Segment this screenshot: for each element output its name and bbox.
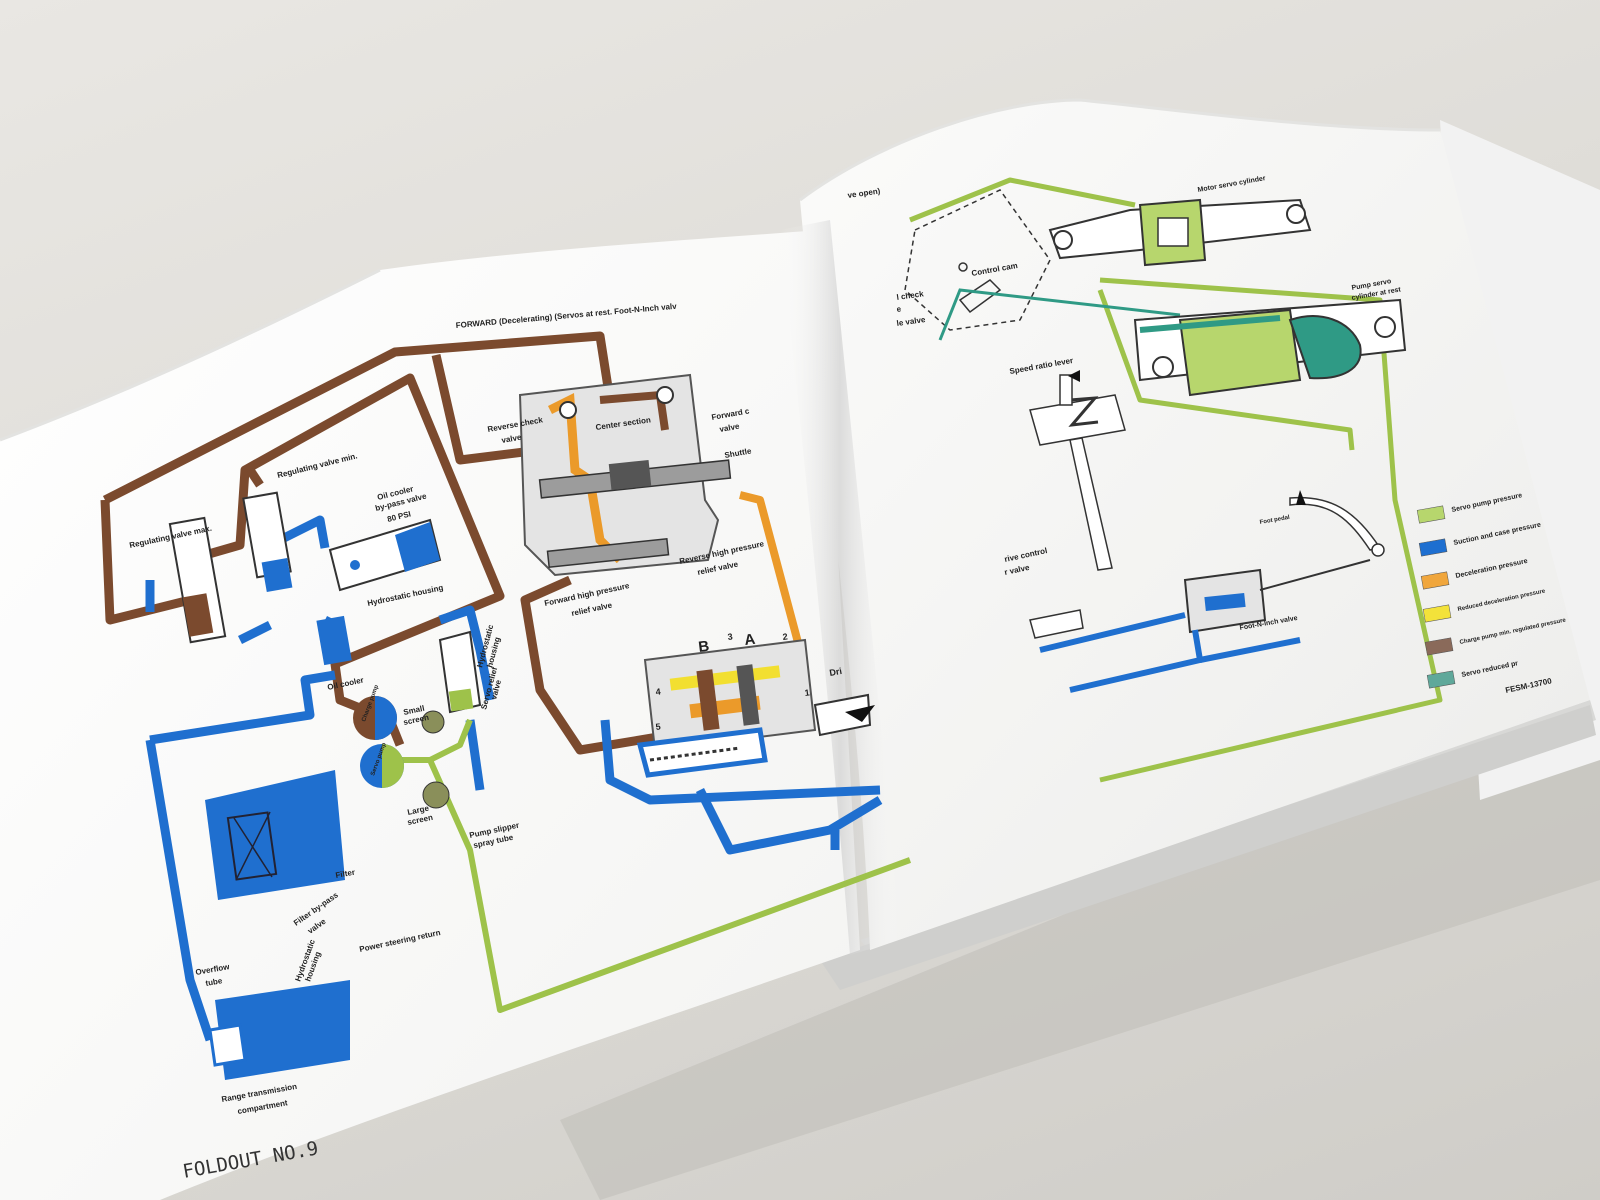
motor-servo-piston	[1157, 217, 1189, 247]
filter-element	[226, 811, 278, 881]
legend-swatch-servo-reduced	[1426, 670, 1456, 689]
regulating-valve-max	[168, 516, 227, 644]
svg-text:valve: valve	[719, 422, 741, 434]
overflow-tube	[208, 1023, 247, 1067]
cam-slot	[958, 279, 1002, 314]
lever-shaft	[1069, 437, 1113, 571]
left-page-edge	[0, 268, 381, 442]
legend-swatch-reduced	[1422, 604, 1452, 623]
svg-text:le valve: le valve	[896, 315, 926, 328]
svg-text:e: e	[896, 304, 902, 314]
large-screen	[422, 781, 450, 809]
spring	[649, 746, 741, 762]
svg-text:2: 2	[782, 631, 788, 642]
motor-arm-pivot-right	[1286, 204, 1306, 224]
legend-swatch-suction	[1418, 538, 1448, 557]
pedal-rod	[1259, 559, 1371, 591]
label-n1: 1	[804, 687, 810, 698]
legend-swatch-charge	[1424, 637, 1454, 656]
pump-servo-rod	[1139, 315, 1281, 333]
drive-shaft	[813, 693, 872, 737]
shuttle-center	[608, 459, 652, 491]
foot-n-inch-spool	[1204, 592, 1246, 612]
svg-text:tube: tube	[205, 976, 224, 988]
filter-housing	[205, 770, 345, 900]
drive-arrow	[845, 705, 875, 722]
right-servo-lines	[909, 177, 1443, 783]
svg-text:l check: l check	[896, 289, 925, 302]
label-n5: 5	[655, 721, 661, 732]
oil-cooler-block	[316, 615, 352, 666]
legend-swatch-deceleration	[1420, 571, 1450, 590]
label-forward-valve-2: valve	[719, 422, 741, 434]
svg-text:Foot pedal: Foot pedal	[1259, 515, 1290, 526]
label-overflow-2: tube	[205, 976, 224, 988]
label-small-screen-1: Small	[403, 704, 426, 717]
label-n4: 4	[655, 686, 661, 697]
foot-n-inch-suction-lines	[1039, 612, 1301, 693]
svg-text:A: A	[743, 631, 756, 649]
lever-arrow	[1068, 370, 1080, 382]
bypass-valve-fill	[395, 522, 440, 572]
label-letter-b: B	[697, 638, 710, 656]
svg-text:Dri: Dri	[829, 666, 843, 678]
valve-plunger-a	[736, 664, 760, 726]
lever-knob	[1059, 374, 1073, 406]
svg-text:4: 4	[655, 686, 661, 697]
regulating-valve-max-spool	[182, 593, 214, 637]
book-gutter	[780, 220, 900, 955]
label-drive: Dri	[829, 666, 843, 678]
label-n2: 2	[782, 631, 788, 642]
reservoir	[215, 980, 350, 1080]
svg-text:Small: Small	[403, 704, 426, 717]
filter-cross-2	[235, 811, 271, 881]
charge-pressure-lines	[100, 331, 701, 755]
suction-lines	[145, 515, 883, 1042]
page-edges-2	[820, 705, 1596, 990]
forward-check-ball	[656, 386, 674, 404]
lower-suction-block	[636, 727, 768, 778]
servo-lines	[400, 718, 912, 1013]
pedal-pivot	[1371, 543, 1385, 557]
svg-text:Filter: Filter	[335, 868, 356, 880]
charge-pump	[353, 696, 397, 740]
label-check-3: le valve	[896, 315, 926, 328]
svg-text:1: 1	[804, 687, 810, 698]
pump-arm-pivot-left	[1152, 356, 1174, 378]
regulating-valve-min-spool	[261, 557, 293, 593]
label-check-1: l check	[896, 289, 925, 302]
svg-text:5: 5	[655, 721, 661, 732]
label-foot-pedal: Foot pedal	[1259, 515, 1290, 526]
svg-text:B: B	[697, 638, 710, 656]
legend-swatch-servo	[1416, 505, 1446, 524]
servo-pump	[360, 744, 404, 788]
right-page-edge	[799, 98, 1441, 202]
pump-servo-chamber	[1288, 315, 1362, 380]
motor-arm-pivot-left	[1053, 230, 1073, 250]
teal-line	[938, 288, 1181, 341]
small-screen	[421, 710, 445, 734]
pedal-arrow	[1296, 490, 1306, 505]
relief-valve-spool	[546, 537, 670, 569]
svg-text:valve: valve	[501, 433, 523, 445]
label-n3: 3	[727, 631, 733, 642]
drive-control-valve	[1029, 609, 1084, 639]
label-letter-a: A	[743, 631, 756, 649]
bypass-ball	[350, 560, 360, 570]
label-filter: Filter	[335, 868, 356, 880]
pump-servo-body	[1178, 308, 1302, 397]
z-gate-slot	[1068, 396, 1099, 427]
control-cam	[904, 189, 1051, 331]
servo-relief-spool	[448, 688, 474, 712]
cam-pivot	[958, 262, 968, 272]
pump-arm-pivot-right	[1374, 316, 1396, 338]
book-shadow	[560, 700, 1600, 1200]
label-reverse-check-2: valve	[501, 433, 523, 445]
reverse-check-ball	[559, 401, 577, 419]
label-check-2: e	[896, 304, 902, 314]
valve-plunger-b	[696, 669, 720, 731]
svg-text:3: 3	[727, 631, 733, 642]
